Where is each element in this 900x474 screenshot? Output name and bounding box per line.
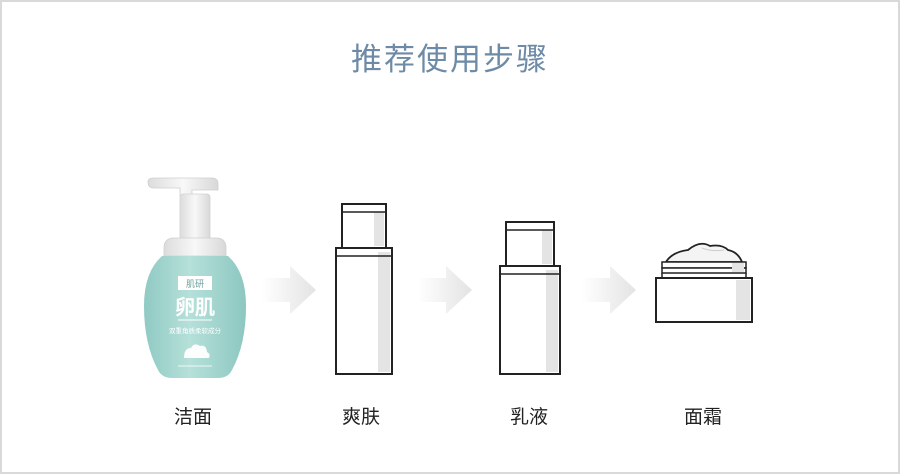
cream-jar-icon (655, 242, 753, 323)
step-label-toner: 爽肤 (341, 406, 380, 428)
cleanser-brand-mark: 肌研 (186, 279, 204, 290)
cleanser-subtitle: 双重角质柔软成分 (169, 326, 222, 335)
arrow-right-icon (262, 266, 316, 314)
arrow-right-icon (418, 266, 472, 314)
page-title: 推荐使用步骤 (351, 42, 549, 78)
cleanser-product-name: 卵肌 (175, 295, 215, 319)
foaming-cleanser-bottle-icon: 肌研 卵肌 双重角质柔软成分 (144, 177, 246, 378)
step-label-lotion: 乳液 (509, 406, 548, 428)
step-label-cream: 面霜 (683, 406, 722, 428)
step-label-cleanse: 洁面 (173, 406, 212, 428)
toner-bottle-icon (335, 203, 393, 375)
arrow-right-icon (582, 266, 636, 314)
lotion-bottle-icon (499, 221, 561, 375)
